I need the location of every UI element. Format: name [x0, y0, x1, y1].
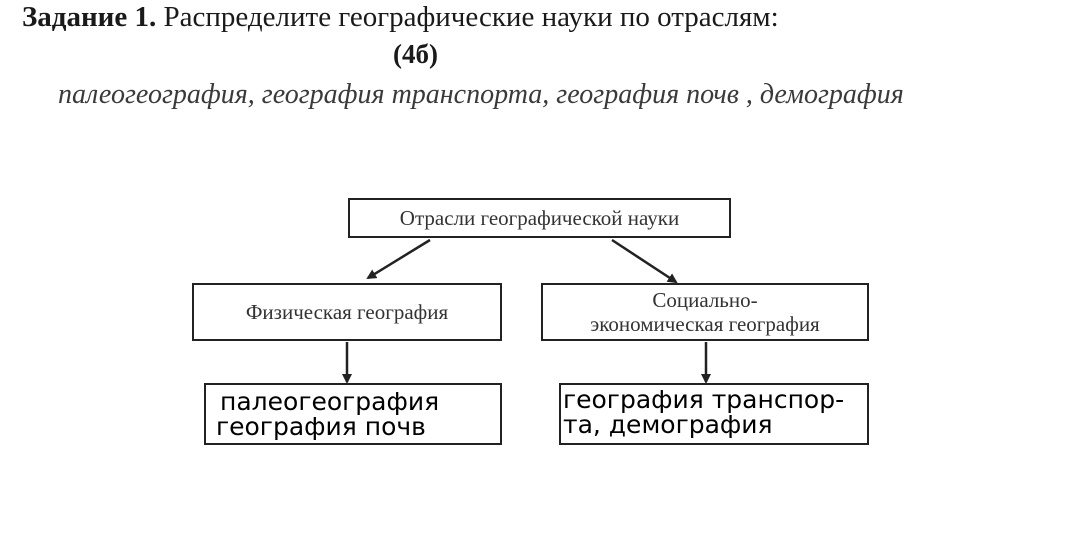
root-label: Отрасли географической науки	[399, 206, 680, 230]
arrow-root-to-physical	[366, 238, 431, 280]
task-instruction: Распределите географические науки по отр…	[163, 1, 779, 33]
socioeconomic-label-line2: экономическая география	[590, 312, 820, 336]
socioeconomic-answer-box: география транспор- та, демография	[559, 383, 869, 445]
socioeconomic-answer-line1: география транспор-	[563, 385, 845, 414]
socioeconomic-geography-box: Социально- экономическая география	[541, 283, 869, 341]
physical-answer-line2: география почв	[216, 412, 426, 441]
socioeconomic-label-line1: Социально-	[652, 288, 758, 312]
arrow-root-to-socioeconomic	[611, 238, 678, 284]
task-number: Задание 1.	[22, 1, 157, 33]
task-points: (4б)	[393, 39, 438, 69]
physical-geography-box: Физическая география	[192, 283, 502, 341]
physical-answer-line1: палеогеография	[220, 387, 440, 416]
terms-list: палеогеография, география транспорта, ге…	[58, 79, 904, 110]
socioeconomic-answer-line2: та, демография	[563, 410, 773, 439]
root-box: Отрасли географической науки	[348, 198, 731, 238]
physical-answer-box: палеогеография география почв	[204, 383, 502, 445]
physical-geography-label: Физическая география	[245, 300, 449, 324]
task-title: Задание 1. Распределите географические н…	[22, 0, 779, 34]
